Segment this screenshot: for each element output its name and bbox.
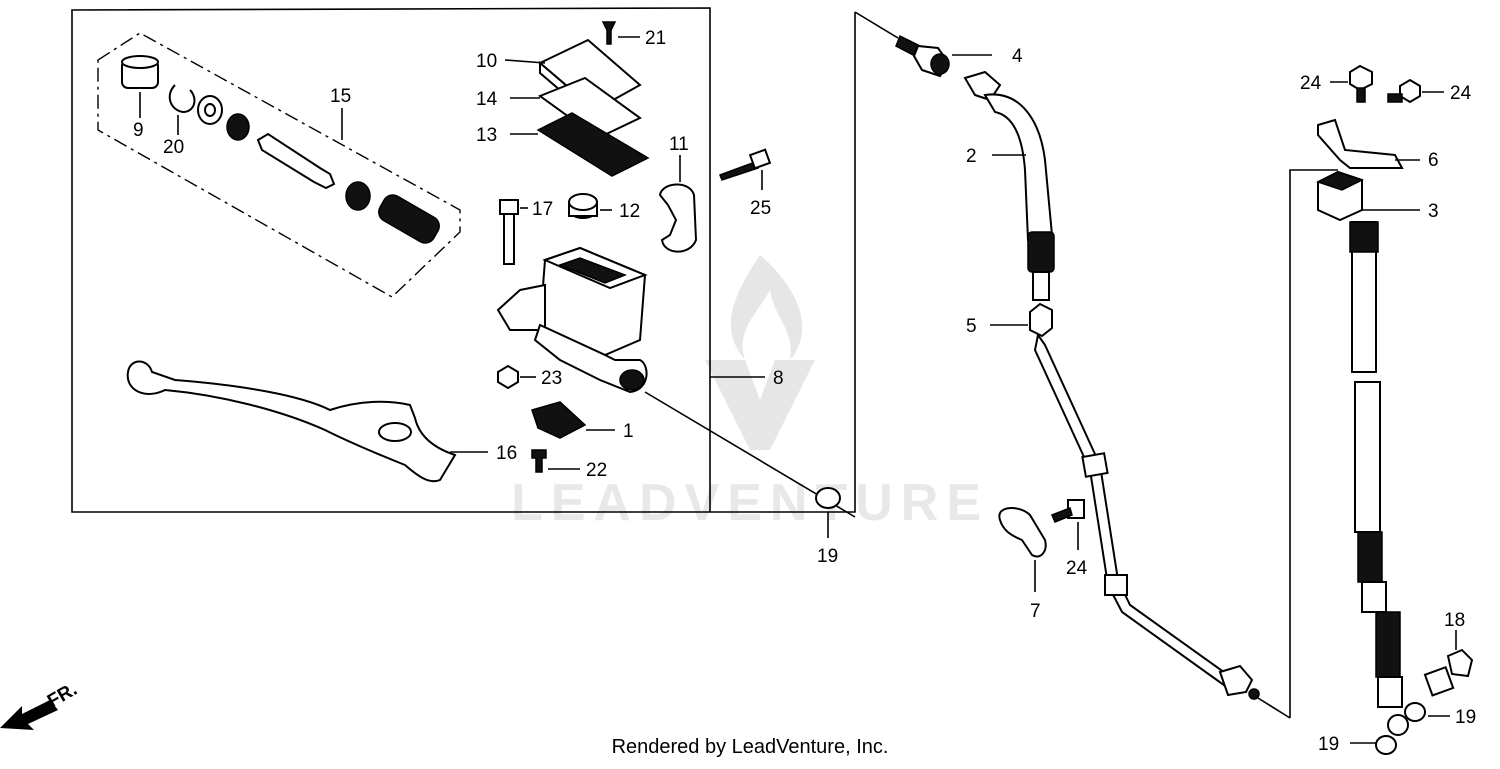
callout-17: 17 <box>532 199 553 220</box>
pipe-clamp-part-7 <box>998 507 1047 558</box>
section-border-right <box>1289 169 1338 718</box>
piston-part <box>256 132 336 190</box>
lever-pivot-hole <box>378 422 412 442</box>
watermark-flame-icon <box>730 255 803 360</box>
callout-13: 13 <box>476 125 497 146</box>
callout-19c: 19 <box>1318 734 1339 755</box>
brake-switch-part-1 <box>531 401 587 439</box>
callout-8: 8 <box>773 368 784 389</box>
callout-16: 16 <box>496 443 517 464</box>
callout-labels: 1 2 3 4 5 6 7 8 9 10 11 12 13 14 15 16 1… <box>133 28 1476 755</box>
oil-bolt-part-4 <box>895 34 950 78</box>
diaphragm-part-13 <box>536 112 650 177</box>
seal-part <box>226 113 250 141</box>
spring-part <box>378 194 440 244</box>
washer-inner <box>204 103 216 117</box>
callout-4: 4 <box>1012 46 1023 67</box>
callout-21: 21 <box>645 28 666 49</box>
lower-brake-hose <box>1349 221 1403 708</box>
pipe-sleeve-lower <box>1104 574 1128 596</box>
callout-11: 11 <box>669 134 689 155</box>
cup-part-9 <box>121 55 159 89</box>
brake-hose-part-2 <box>963 70 1055 301</box>
master-cylinder-body <box>496 246 648 394</box>
callout-22: 22 <box>586 460 607 481</box>
callout-12: 12 <box>619 201 640 222</box>
hose-clip-part-3 <box>1316 170 1364 222</box>
callout-19b: 19 <box>1455 707 1476 728</box>
banjo-fitting <box>1387 714 1409 736</box>
callout-24c: 24 <box>1066 558 1088 579</box>
pipe-end-nipple <box>1248 688 1260 700</box>
assembly-box-8 <box>71 7 856 513</box>
leader-line-10 <box>504 59 546 64</box>
callout-23: 23 <box>541 368 562 389</box>
circlip-part-20 <box>168 84 196 114</box>
flare-nut-part-5 <box>1029 302 1053 338</box>
screw-part-21 <box>601 21 617 45</box>
callout-14: 14 <box>476 89 498 110</box>
connector-line-pipe-to-lower <box>1257 697 1291 719</box>
callout-19a: 19 <box>817 546 838 567</box>
callout-10: 10 <box>476 51 497 72</box>
sealing-washer-part-19a <box>815 487 841 509</box>
watermark-text: LEADVENTURE <box>511 474 989 532</box>
oil-bolt-part-18 <box>1423 648 1474 697</box>
bolt-part-24c <box>1051 499 1085 523</box>
callout-18: 18 <box>1444 610 1465 631</box>
callout-7: 7 <box>1030 601 1041 622</box>
pipe-sleeve-upper <box>1081 452 1109 478</box>
diag-line-to-bolt <box>854 11 899 39</box>
brake-lever-part-16 <box>126 360 457 483</box>
callout-2: 2 <box>966 146 977 167</box>
callout-15: 15 <box>330 86 351 107</box>
callout-20: 20 <box>163 137 184 158</box>
callout-24b: 24 <box>1450 83 1472 104</box>
bolt-part-24a <box>1349 64 1373 103</box>
pivot-bolt-part-17 <box>499 199 519 265</box>
arrow-icon <box>0 700 58 730</box>
callout-3: 3 <box>1428 201 1439 222</box>
sealing-washer-part-19b <box>1404 702 1426 722</box>
front-direction-indicator: FR. <box>0 679 81 730</box>
nut-part-23 <box>497 364 519 390</box>
sealing-washer-part-19c <box>1375 735 1397 755</box>
callout-5: 5 <box>966 316 977 337</box>
watermark-v-icon <box>705 360 815 450</box>
callout-24a: 24 <box>1300 73 1322 94</box>
bolt-part-25 <box>719 148 772 181</box>
callout-1: 1 <box>623 421 634 442</box>
piston-kit-box-15 <box>97 32 461 298</box>
callout-25: 25 <box>750 198 771 219</box>
watermark: LEADVENTURE <box>511 255 989 532</box>
footer-credit: Rendered by LeadVenture, Inc. <box>611 736 889 758</box>
screw-part-22 <box>531 449 547 473</box>
pipe-end-fitting <box>1218 664 1254 697</box>
callout-6: 6 <box>1428 150 1439 171</box>
bolt-part-24b <box>1387 78 1421 104</box>
holder-part-11 <box>658 183 698 253</box>
callout-9: 9 <box>133 120 144 141</box>
hose-bracket-part-6 <box>1317 118 1404 169</box>
rubber-cap-part-12 <box>568 193 598 219</box>
cup-seal-part <box>345 181 371 211</box>
